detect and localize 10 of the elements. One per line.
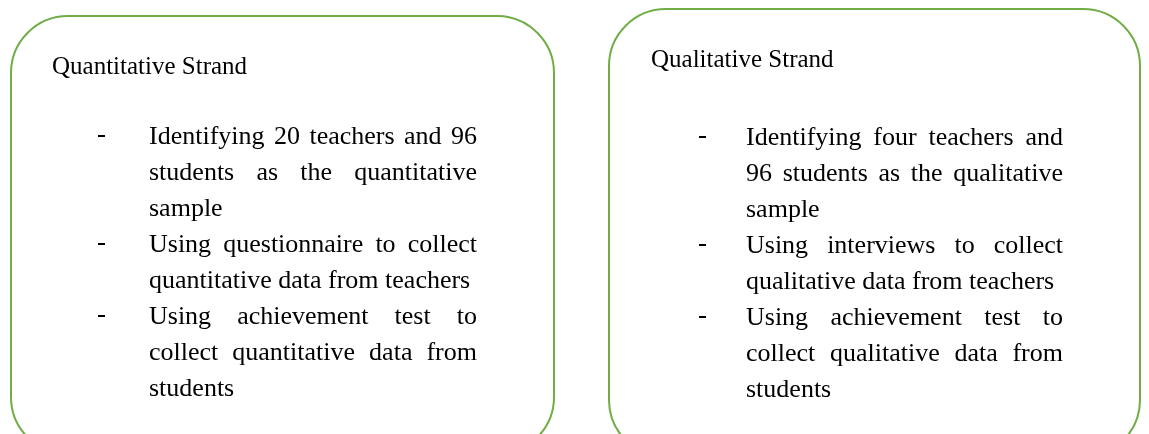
bullet-text: Using interviews to collect qualitative data from teachers [746, 229, 1063, 297]
strand-heading: Quantitative Strand [52, 52, 248, 79]
strand-heading: Qualitative Strand [651, 45, 834, 72]
bullet-text: Using questionnaire to collect quantitative data from teachers [149, 228, 477, 296]
rounded-box [608, 8, 1141, 434]
rounded-box [10, 15, 555, 434]
bullet-text: Identifying four teachers and 96 students as the qualitative sample [746, 121, 1063, 225]
bullet-text: Using achievement test to collect qualitative data from students [746, 301, 1063, 405]
bullet-text: Identifying 20 teachers and 96 students as the quantitative sample [149, 120, 477, 224]
bullet-text: Using achievement test to collect quantitative data from students [149, 300, 477, 404]
